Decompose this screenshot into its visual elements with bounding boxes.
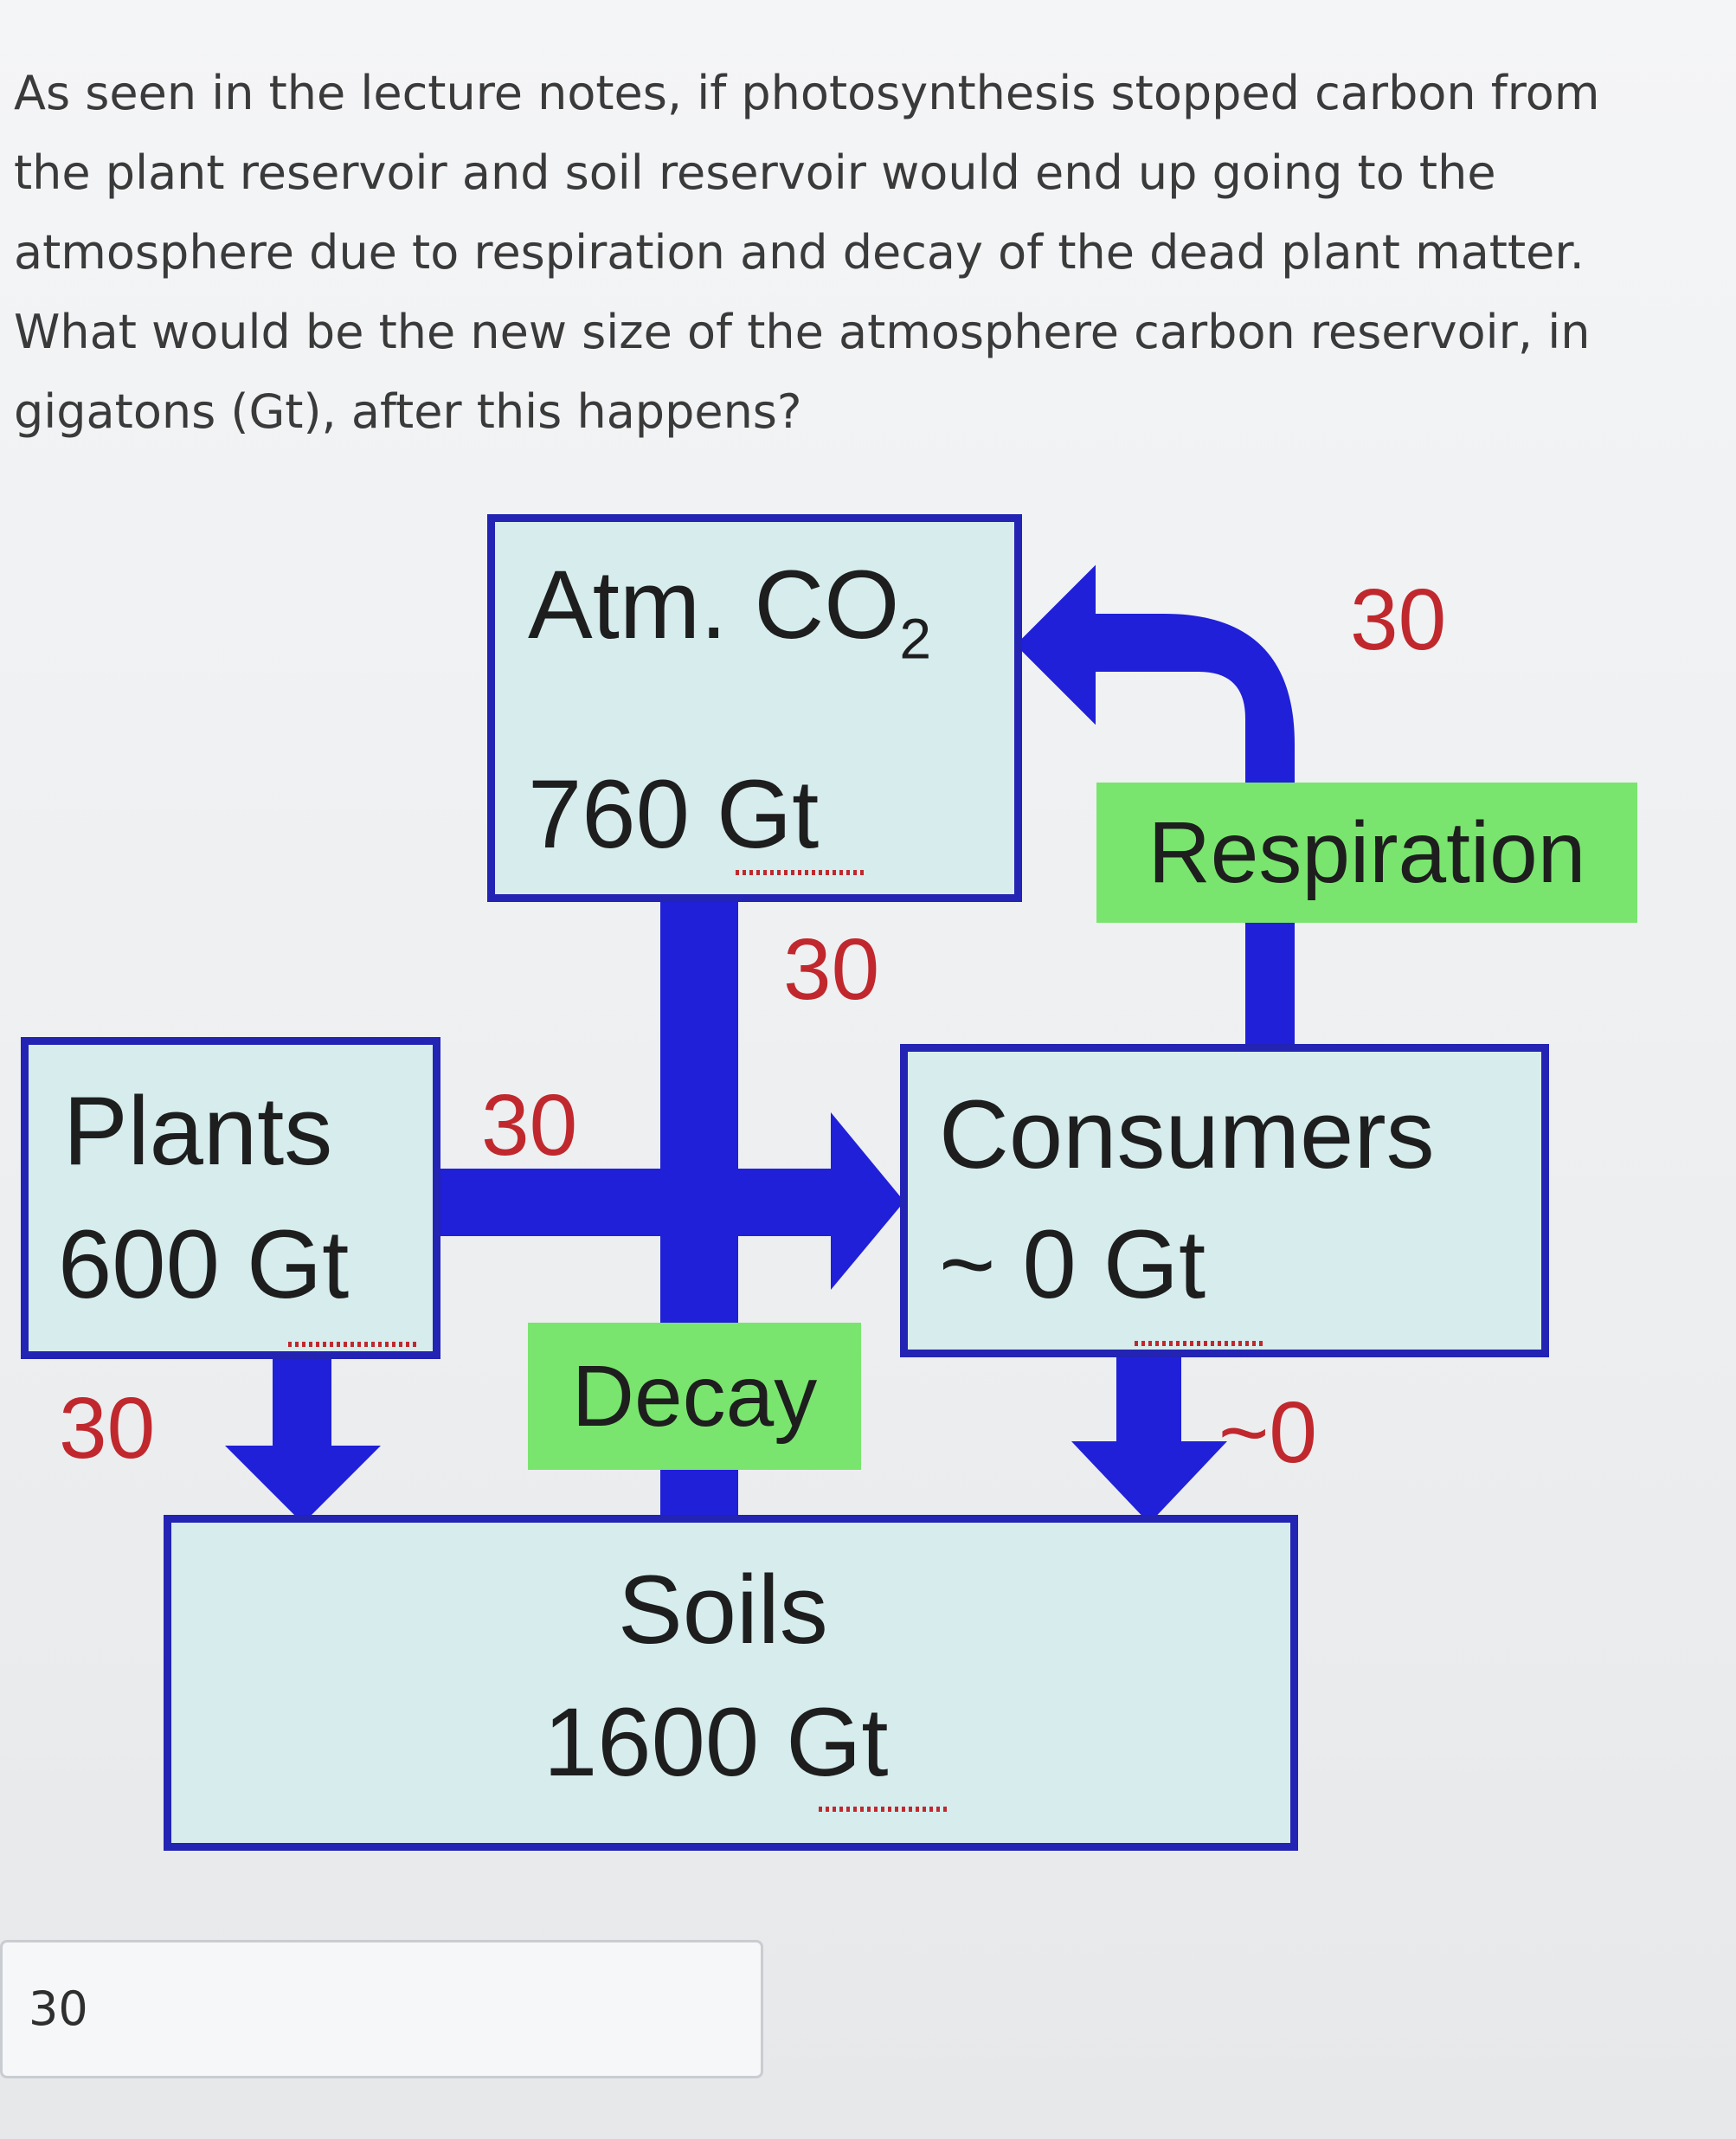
atmosphere-name: Atm. CO <box>528 551 900 659</box>
plants-to-consumers-arrow <box>433 1112 904 1290</box>
soils-reservoir: Soils 1600 Gt <box>164 1515 1298 1851</box>
plants-name: Plants <box>63 1077 333 1185</box>
atmosphere-label: Atm. CO2 <box>528 557 931 667</box>
plants-to-consumers-flux: 30 <box>481 1077 578 1174</box>
consumers-name: Consumers <box>939 1080 1435 1189</box>
respiration-arrow <box>1015 564 1295 1048</box>
question-text: As seen in the lecture notes, if photosy… <box>14 66 1600 439</box>
soils-name: Soils <box>618 1556 828 1664</box>
plants-to-soils-arrow <box>225 1346 381 1524</box>
carbon-cycle-diagram: Atm. CO2 760 Gt Respiration Plants 600 G… <box>0 493 1696 1861</box>
atmosphere-amount: 760 Gt <box>528 760 820 868</box>
decay-label: Decay <box>528 1323 861 1470</box>
plants-reservoir: Plants 600 Gt <box>21 1037 440 1359</box>
atmosphere-reservoir: Atm. CO2 760 Gt <box>487 514 1022 902</box>
spellcheck-underline <box>819 1807 948 1812</box>
plants-to-soils-flux: 30 <box>59 1380 156 1477</box>
consumers-to-soils-flux: ~0 <box>1218 1384 1318 1481</box>
answer-input[interactable]: 30 <box>0 1940 763 2078</box>
respiration-flux: 30 <box>1350 571 1447 668</box>
spellcheck-underline <box>288 1342 418 1347</box>
consumers-to-soils-arrow <box>1071 1346 1227 1524</box>
spellcheck-underline <box>736 870 865 875</box>
spellcheck-underline <box>1135 1341 1264 1346</box>
decay-flux: 30 <box>783 921 880 1018</box>
respiration-label: Respiration <box>1096 783 1637 923</box>
consumers-reservoir: Consumers ~ 0 Gt <box>900 1044 1549 1357</box>
atmosphere-subscript: 2 <box>899 606 932 671</box>
soils-amount: 1600 Gt <box>543 1688 889 1796</box>
plants-amount: 600 Gt <box>58 1210 350 1318</box>
consumers-amount: ~ 0 Gt <box>939 1210 1206 1318</box>
